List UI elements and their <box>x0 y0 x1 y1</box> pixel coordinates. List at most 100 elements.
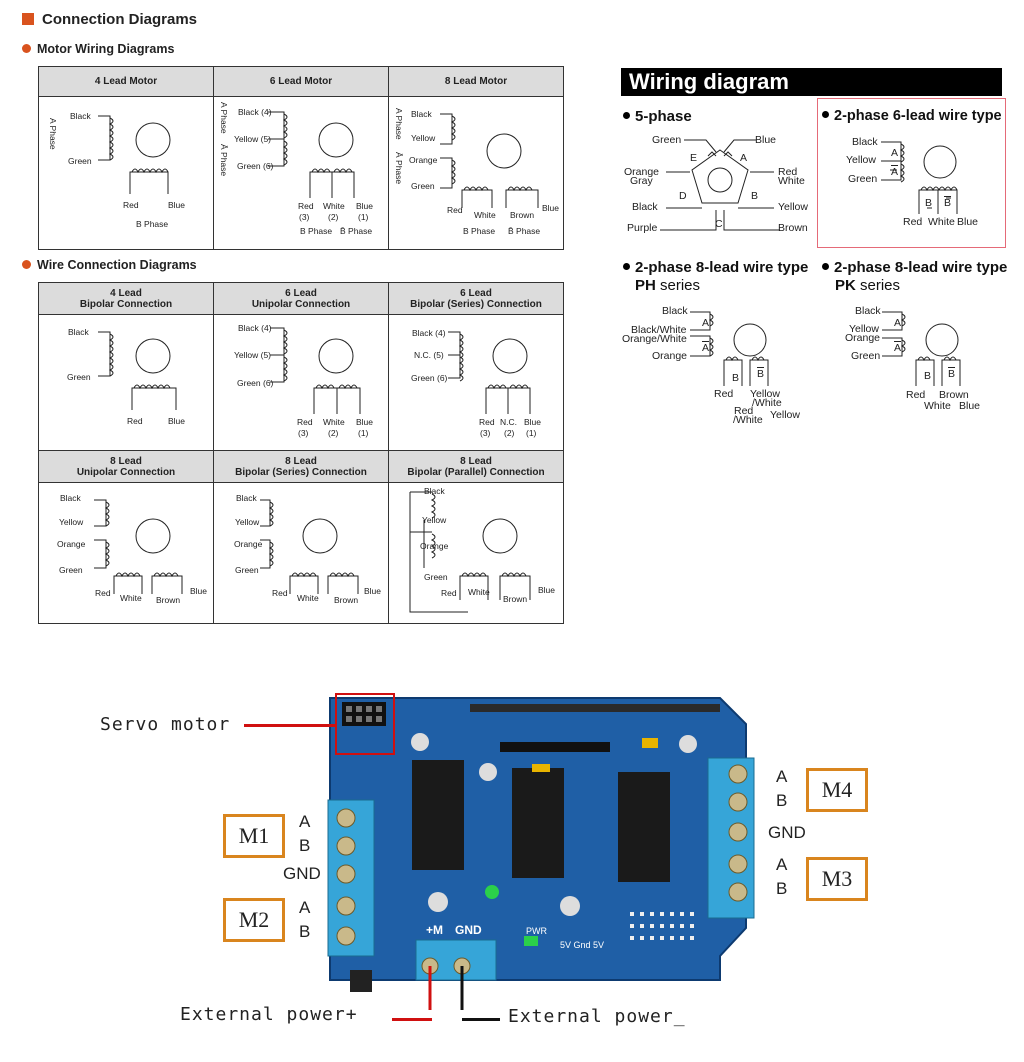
power-minus-line <box>462 1018 500 1021</box>
cell-6-lead-unipolar <box>214 315 389 451</box>
w3-nc2-label: N.C. <box>500 417 517 427</box>
m2-a-label: A <box>299 898 311 917</box>
m3-label-box: M3 <box>806 857 868 901</box>
m6-n3-label: (3) <box>299 212 310 222</box>
w4-orange-label: Orange <box>57 539 86 549</box>
w2-green-label: Green (6) <box>237 378 274 388</box>
servo-highlight <box>335 693 395 755</box>
m8-bbar-phase-label: B̄ Phase <box>508 226 541 236</box>
dot-bullet-icon <box>22 260 31 269</box>
chip-ic1 <box>412 760 464 870</box>
pk-drawing <box>882 311 961 386</box>
w4-white-label: White <box>120 593 142 603</box>
m6-abar-phase-label: Ā Phase <box>219 144 229 177</box>
m4-a-phase-label: A Phase <box>48 118 58 150</box>
pk-bbar-label: B <box>948 368 956 380</box>
pk-green-label: Green <box>851 350 881 362</box>
ph-yellow2-label: Yellow <box>770 409 800 421</box>
servo-callout-line <box>244 724 336 727</box>
w6-red-label: Red <box>441 588 457 598</box>
w6-brown-label: Brown <box>503 594 528 604</box>
w1-black-label: Black <box>68 327 89 337</box>
w6-white-label: White <box>468 587 490 597</box>
dot-bullet-icon <box>22 44 31 53</box>
black-dot-icon <box>623 112 630 119</box>
m8-white-label: White <box>474 210 496 220</box>
w2-blue-label: Blue <box>356 417 374 427</box>
six-green-label: Green <box>848 173 878 185</box>
ph-b-label: B <box>732 372 740 384</box>
cell-8-lead-unipolar <box>39 483 214 623</box>
w3-black-label: Black (4) <box>412 328 446 338</box>
black-dot-icon <box>822 263 829 270</box>
ph-black-label: Black <box>662 305 688 317</box>
w3-n1-label: (1) <box>526 428 537 438</box>
six-a-label: A <box>891 147 899 159</box>
m3-b-label: B <box>776 879 788 898</box>
m6-yellow-label: Yellow (5) <box>234 134 272 144</box>
w5-brown-label: Brown <box>334 595 359 605</box>
pcb-pwr-label: PWR <box>526 926 547 936</box>
w5-orange-label: Orange <box>234 539 263 549</box>
five-blue-label: Blue <box>755 134 777 146</box>
external-power-plus-callout: External power+ <box>180 1004 358 1025</box>
five-b-label: B <box>751 190 759 202</box>
ph-yellow-label: Yellow <box>750 388 780 400</box>
ph-series-title: PH series <box>635 277 701 294</box>
five-brown-label: Brown <box>778 222 808 234</box>
five-green-label: Green <box>652 134 682 146</box>
pcb-gnd-label: GND <box>455 923 482 937</box>
ph-drawing <box>690 311 769 386</box>
w4-green-label: Green <box>59 565 83 575</box>
six-b-label: B <box>925 197 933 209</box>
pk-title: 2-phase 8-lead wire type <box>822 259 1007 276</box>
w2-white-label: White <box>323 417 345 427</box>
cell-8-lead-bipolar-series <box>214 483 389 623</box>
header-8-lead-motor: 8 Lead Motor <box>389 67 563 97</box>
six-red-label: Red <box>903 216 923 228</box>
power-plus-line <box>392 1018 432 1021</box>
w3-green-label: Green (6) <box>411 373 448 383</box>
m6-black-label: Black (4) <box>238 107 272 117</box>
w3-n2-label: (2) <box>504 428 515 438</box>
w5-black-label: Black <box>236 493 257 503</box>
five-c-label: C <box>715 218 723 230</box>
motor-wiring-title: Motor Wiring Diagrams <box>22 42 174 56</box>
five-yellow-label: Yellow <box>778 201 808 213</box>
chip-ic2 <box>618 772 670 882</box>
pk-brown-label: Brown <box>939 389 969 401</box>
m4-label-box: M4 <box>806 768 868 812</box>
m6-blue-label: Blue <box>356 201 374 211</box>
ph-slash-white2-label: /White <box>733 414 763 426</box>
five-orange-label: Orange <box>624 166 660 178</box>
w6-blue-label: Blue <box>538 585 556 595</box>
w5-yellow-label: Yellow <box>235 517 260 527</box>
ph-title: 2-phase 8-lead wire type <box>623 259 808 276</box>
pk-orange-label: Orange <box>845 332 881 344</box>
w2-red-label: Red <box>297 417 313 427</box>
connection-diagrams-title: Connection Diagrams <box>22 11 197 28</box>
w4-black-label: Black <box>60 493 81 503</box>
w5-blue-label: Blue <box>364 586 382 596</box>
wire-connection-drawings <box>94 327 531 613</box>
cell-4-lead-bipolar <box>39 315 214 451</box>
wiring-diagram-title: Wiring diagram <box>621 68 1002 96</box>
m6-green-label: Green (6) <box>237 161 274 171</box>
m1-a-label: A <box>299 812 311 831</box>
six-black-label: Black <box>852 136 878 148</box>
w4-yellow-label: Yellow <box>59 517 84 527</box>
pcb-5v-label: 5V Gnd 5V <box>560 940 605 950</box>
pk-black-label: Black <box>855 305 881 317</box>
m4-b-phase-label: B Phase <box>136 219 169 229</box>
motor-wiring-grid: 4 Lead Motor 6 Lead Motor 8 Lead Motor <box>38 66 564 250</box>
left-gnd-label: GND <box>283 864 321 883</box>
six-blue-label: Blue <box>957 216 979 228</box>
five-phase-title: 5-phase <box>623 108 692 125</box>
w5-red-label: Red <box>272 588 288 598</box>
five-red-label: Red <box>778 166 798 178</box>
m8-orange-label: Orange <box>409 155 438 165</box>
header-4-lead-motor: 4 Lead Motor <box>39 67 214 97</box>
